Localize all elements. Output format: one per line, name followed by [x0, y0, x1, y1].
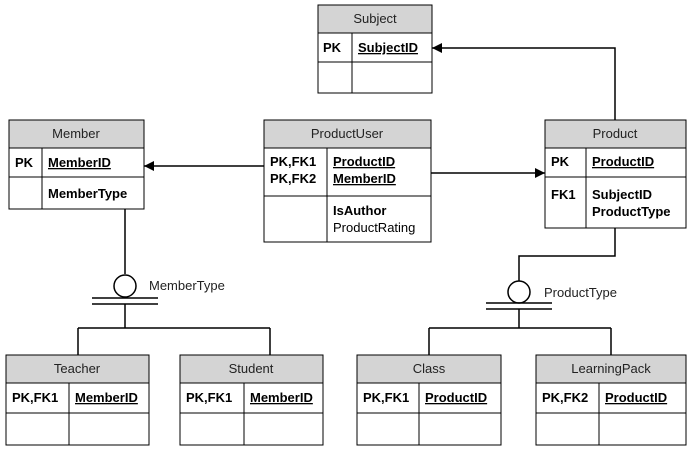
entity-product-key-pk: PK [551, 154, 570, 169]
entity-subject-attr: SubjectID [358, 40, 418, 55]
entity-member-key: PK [15, 155, 34, 170]
entity-member: Member PK MemberID MemberType [8, 119, 145, 210]
entity-member-title: Member [52, 126, 100, 141]
entity-learningpack: LearningPack PK,FK2 ProductID [535, 354, 687, 446]
entity-learningpack-title: LearningPack [571, 361, 651, 376]
entity-productuser-key-2: PK,FK2 [270, 171, 316, 186]
entity-teacher-title: Teacher [54, 361, 101, 376]
entity-class-attr-pk: ProductID [425, 390, 487, 405]
entity-member-attr-pk: MemberID [48, 155, 111, 170]
entity-subject: Subject PK SubjectID [317, 4, 433, 94]
entity-subject-title: Subject [353, 11, 397, 26]
subtype-product: ProductType [428, 228, 617, 355]
entity-class-title: Class [413, 361, 446, 376]
discriminator-member-label: MemberType [149, 278, 225, 293]
entity-productuser-attr-pk2: MemberID [333, 171, 396, 186]
discriminator-product-circle [507, 280, 531, 304]
entity-subject-key: PK [323, 40, 342, 55]
entity-productuser-attr-pk1: ProductID [333, 154, 395, 169]
entity-product: Product PK ProductID FK1 SubjectID Produ… [544, 119, 687, 229]
entity-student-key: PK,FK1 [186, 390, 232, 405]
entity-member-header [8, 119, 145, 149]
entity-teacher-key: PK,FK1 [12, 390, 58, 405]
subtype-member: MemberType [77, 209, 271, 355]
entity-product-attr-2: ProductType [592, 204, 671, 219]
entity-productuser-title: ProductUser [311, 126, 384, 141]
entity-productuser-key-1: PK,FK1 [270, 154, 316, 169]
entity-class: Class PK,FK1 ProductID [356, 354, 502, 446]
entity-productuser-attr-2: ProductRating [333, 220, 415, 235]
entity-member-attr: MemberType [48, 186, 127, 201]
entity-subject-header [317, 4, 433, 34]
entity-class-key: PK,FK1 [363, 390, 409, 405]
entity-learningpack-header [535, 354, 687, 384]
entity-teacher: Teacher PK,FK1 MemberID [5, 354, 150, 446]
entity-productuser-header [263, 119, 432, 149]
discriminator-member-circle [113, 274, 137, 298]
entity-product-attr-1: SubjectID [592, 187, 652, 202]
entity-productuser-attr-1: IsAuthor [333, 203, 386, 218]
discriminator-product-label: ProductType [544, 285, 617, 300]
entity-student-title: Student [229, 361, 274, 376]
entity-product-header [544, 119, 687, 149]
entity-product-key-fk: FK1 [551, 187, 576, 202]
entity-student: Student PK,FK1 MemberID [179, 354, 324, 446]
entity-learningpack-key: PK,FK2 [542, 390, 588, 405]
entity-student-attr-pk: MemberID [250, 390, 313, 405]
rel-product-subject [432, 43, 616, 120]
entity-teacher-attr-pk: MemberID [75, 390, 138, 405]
entity-product-attr-pk: ProductID [592, 154, 654, 169]
entity-learningpack-attr-pk: ProductID [605, 390, 667, 405]
entity-product-title: Product [593, 126, 638, 141]
entity-productuser: ProductUser PK,FK1 PK,FK2 ProductID Memb… [263, 119, 432, 243]
